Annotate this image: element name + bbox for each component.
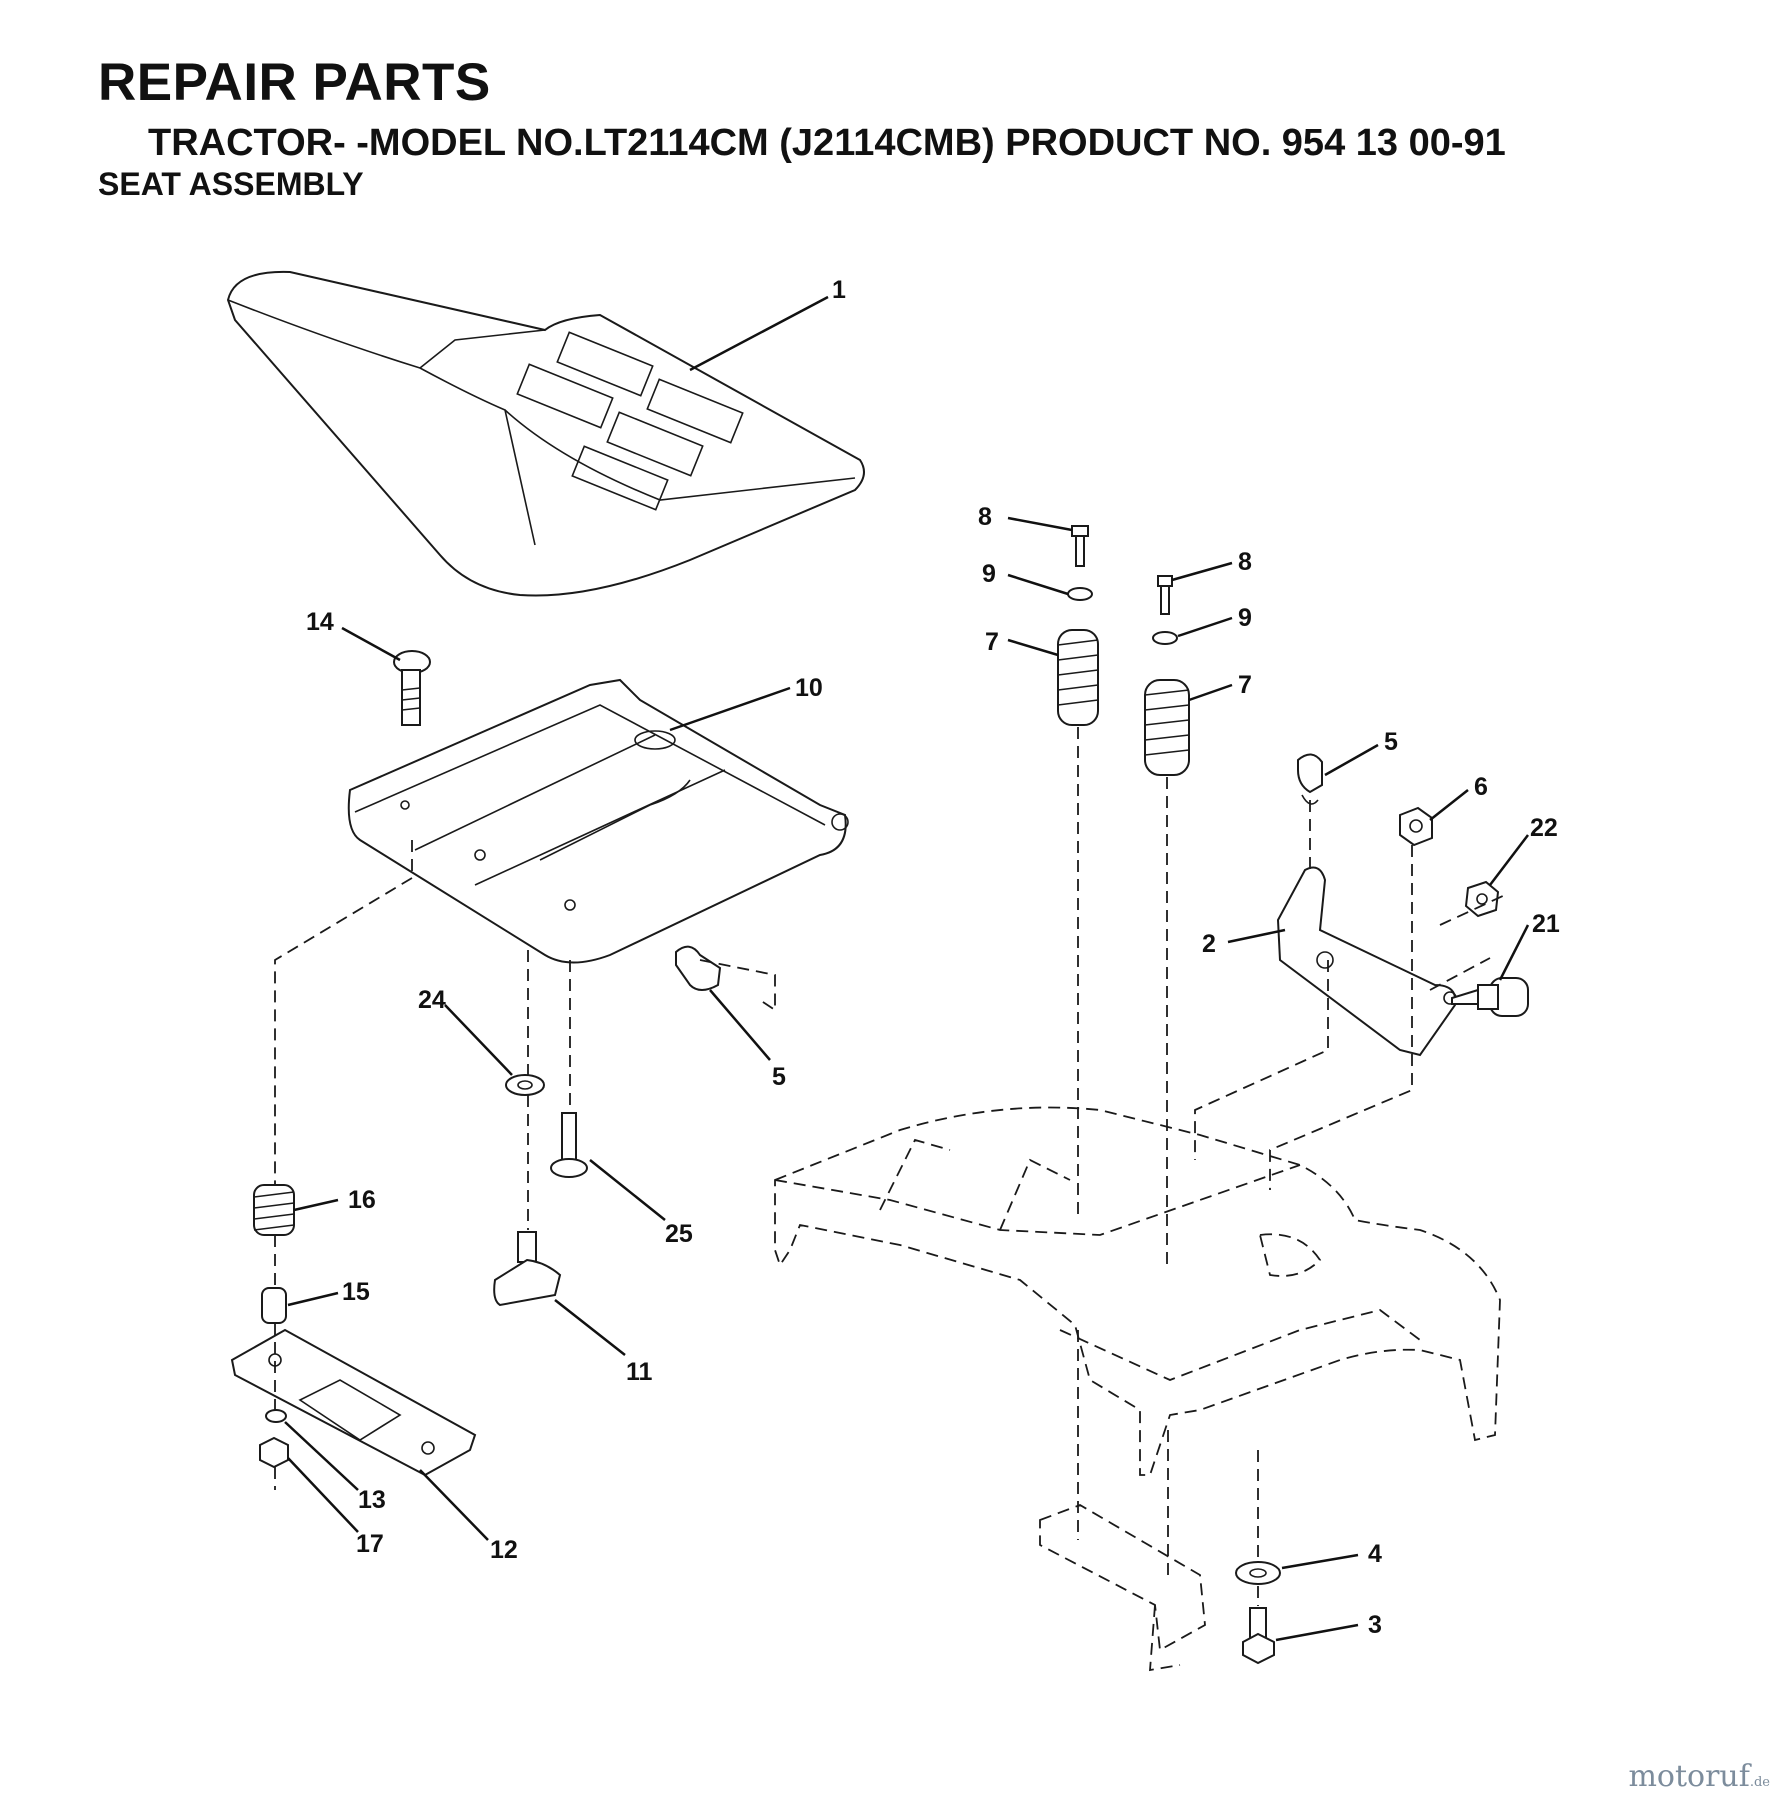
callout-3: 3 — [1368, 1611, 1382, 1639]
seat-pan-part — [347, 678, 849, 964]
callout-25: 25 — [665, 1220, 693, 1248]
callout-2: 2 — [1202, 930, 1216, 958]
callout-5a: 5 — [1384, 728, 1398, 756]
assembly-guide-lines — [274, 727, 1506, 1606]
callout-4: 4 — [1368, 1540, 1382, 1568]
callout-7a: 7 — [985, 628, 999, 656]
callout-6: 6 — [1474, 773, 1488, 801]
callout-14: 14 — [306, 608, 334, 636]
callout-12: 12 — [490, 1536, 518, 1564]
callout-leader-lines — [284, 295, 1530, 1642]
hardware-parts — [493, 1074, 588, 1307]
callout-13: 13 — [358, 1486, 386, 1514]
callout-15: 15 — [342, 1278, 370, 1306]
spacer-spring-parts — [253, 1184, 295, 1324]
page-title: REPAIR PARTS — [98, 53, 491, 112]
callout-22: 22 — [1530, 814, 1558, 842]
callout-16: 16 — [348, 1186, 376, 1214]
callout-10: 10 — [795, 674, 823, 702]
callout-1: 1 — [832, 276, 846, 304]
callout-21: 21 — [1532, 910, 1560, 938]
spring-part — [1057, 629, 1190, 776]
bracket-part — [1276, 866, 1457, 1057]
callout-8a: 8 — [978, 503, 992, 531]
model-line: TRACTOR- -MODEL NO.LT2114CM (J2114CMB) P… — [148, 122, 1506, 164]
callout-7b: 7 — [1238, 671, 1252, 699]
carriage-bolt-part — [393, 650, 431, 726]
mount-plate-part — [230, 1328, 477, 1477]
callout-9b: 9 — [1238, 604, 1252, 632]
bottom-hardware-parts — [1235, 1561, 1281, 1665]
shoulder-bolt-part — [1451, 977, 1529, 1017]
callout-5b: 5 — [772, 1063, 786, 1091]
bolt-washer-parts — [1067, 525, 1178, 645]
watermark-logo: motoruf.de — [1628, 1759, 1770, 1794]
section-title: SEAT ASSEMBLY — [98, 166, 364, 202]
clip-parts — [675, 753, 1323, 991]
callout-8b: 8 — [1238, 548, 1252, 576]
fender-reference-outline — [774, 1106, 1501, 1672]
callout-labels: 1 8 9 8 9 7 7 14 10 5 6 22 21 2 24 5 16 … — [306, 276, 1560, 1639]
seat-part — [226, 270, 865, 597]
callout-24: 24 — [418, 986, 446, 1014]
callout-9a: 9 — [982, 560, 996, 588]
nut-parts — [1399, 806, 1500, 918]
callout-17: 17 — [356, 1530, 384, 1558]
callout-11: 11 — [626, 1358, 653, 1386]
